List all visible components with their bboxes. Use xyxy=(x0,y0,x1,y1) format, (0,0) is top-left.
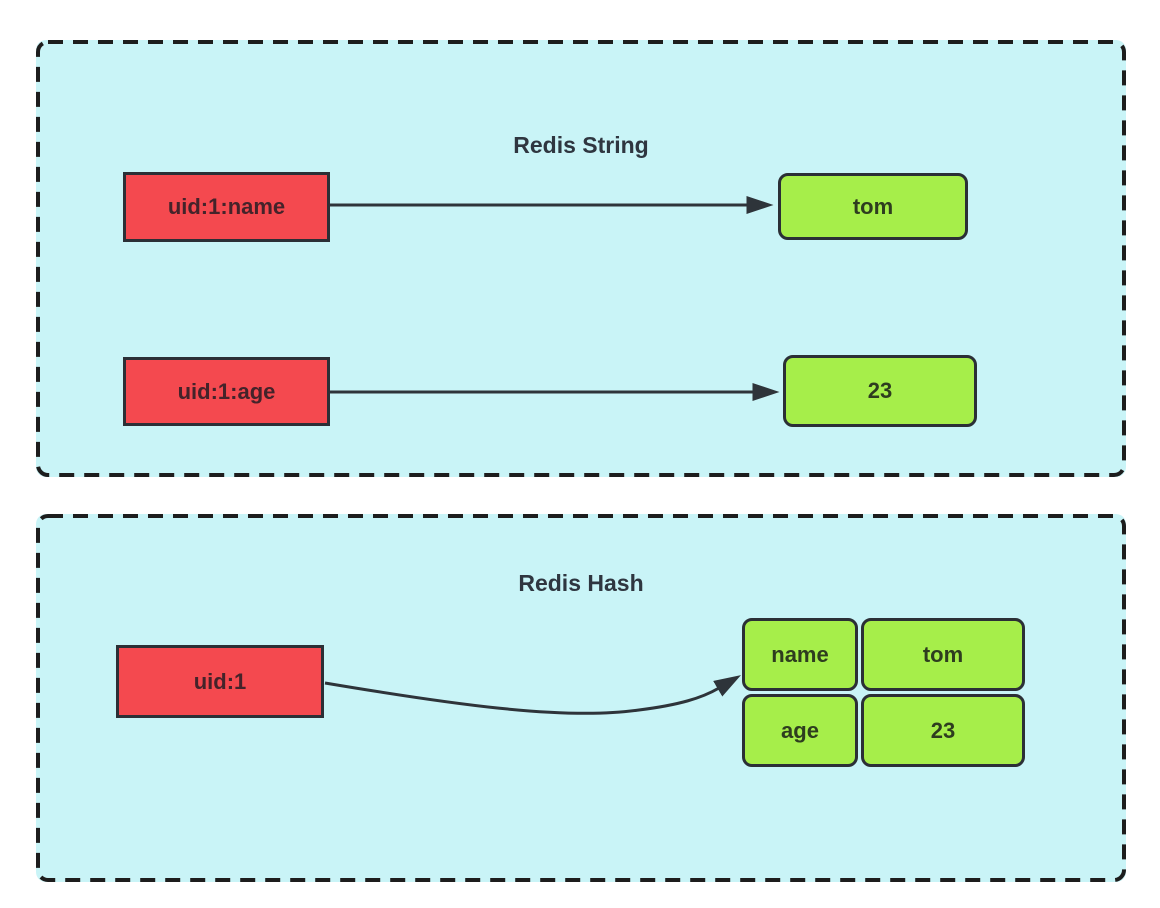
redis-string-panel: Redis String uid:1:name tom uid:1:age 23 xyxy=(36,40,1126,477)
curved-arrow-icon xyxy=(324,675,741,715)
value-box: 23 xyxy=(783,355,977,427)
arrow-right-icon xyxy=(330,383,780,401)
hash-field-cell: age xyxy=(742,694,858,767)
hash-value-cell: 23 xyxy=(861,694,1025,767)
hash-value-cell: tom xyxy=(861,618,1025,691)
value-box: tom xyxy=(778,173,968,240)
key-box: uid:1 xyxy=(116,645,324,718)
panel-title: Redis Hash xyxy=(518,570,644,596)
redis-hash-panel: Redis Hash uid:1 name tom age 23 xyxy=(36,514,1126,882)
key-box: uid:1:name xyxy=(123,172,330,242)
key-box: uid:1:age xyxy=(123,357,330,426)
arrow-right-icon xyxy=(330,196,774,214)
hash-field-cell: name xyxy=(742,618,858,691)
panel-title: Redis String xyxy=(513,132,649,158)
